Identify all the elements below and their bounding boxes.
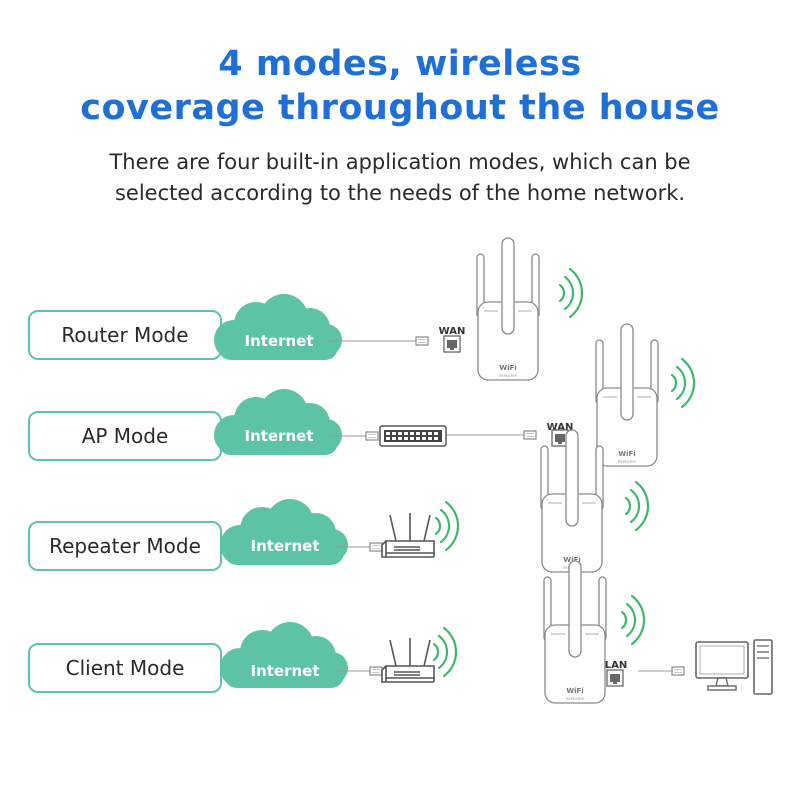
client-mode-lan-port-icon — [606, 669, 624, 687]
ap-mode-plug-icon-2 — [523, 430, 537, 440]
client-mode-plug-icon — [369, 666, 383, 676]
repeater-mode-signal-icon — [624, 480, 650, 532]
repeater-mode-router-signal-icon — [434, 500, 460, 552]
router-mode-plug-icon — [415, 336, 429, 346]
client-mode-signal-icon — [620, 594, 646, 646]
client-mode-router-signal-icon — [432, 626, 458, 678]
router-mode-wan-label: WAN — [439, 326, 466, 337]
client-mode-label: Client Mode — [28, 643, 222, 693]
repeater-mode-internet-cloud: Internet — [220, 499, 348, 565]
svg-text:Internet: Internet — [244, 427, 313, 445]
repeater-mode-plug-icon — [369, 542, 383, 552]
ap-mode-switch-icon — [379, 425, 447, 447]
router-mode-wan-port-icon — [443, 335, 461, 353]
subtitle-line-1: There are four built-in application mode… — [109, 150, 691, 174]
subtitle-line-2: selected according to the needs of the h… — [114, 181, 686, 205]
router-mode-internet-cloud: Internet — [214, 294, 342, 360]
repeater-mode-label: Repeater Mode — [28, 521, 222, 571]
client-mode-internet-cloud: Internet — [220, 622, 348, 688]
svg-text:Internet: Internet — [250, 662, 319, 680]
extender-model-mark: REPEATER — [566, 697, 584, 701]
svg-text:Internet: Internet — [244, 332, 313, 350]
ap-mode-extender-icon — [595, 323, 659, 467]
ap-mode-signal-icon — [670, 357, 696, 409]
extender-model-mark: REPEATER — [618, 460, 636, 464]
extender-wifi-mark: WiFi — [499, 364, 516, 372]
headline-line-2: coverage throughout the house — [80, 88, 720, 128]
extender-model-mark: REPEATER — [499, 374, 517, 378]
ap-mode-internet-cloud: Internet — [214, 389, 342, 455]
client-mode-router-icon — [381, 637, 435, 683]
client-mode-extender-icon — [543, 560, 607, 704]
extender-wifi-mark: WiFi — [618, 450, 635, 458]
extender-wifi-mark: WiFi — [563, 556, 580, 564]
extender-wifi-mark: WiFi — [566, 687, 583, 695]
client-mode-lan-plug-icon — [671, 666, 685, 676]
headline-line-1: 4 modes, wireless — [218, 44, 582, 84]
ap-mode-plug-icon — [365, 431, 379, 441]
desktop-computer-icon — [695, 639, 773, 695]
router-mode-signal-icon — [558, 267, 584, 319]
router-mode-extender-icon — [476, 237, 540, 381]
client-mode-lan-label: LAN — [605, 660, 627, 671]
repeater-mode-extender-icon — [540, 429, 604, 573]
svg-text:Internet: Internet — [250, 537, 319, 555]
router-mode-label: Router Mode — [28, 310, 222, 360]
repeater-mode-router-icon — [381, 512, 435, 558]
ap-mode-wan-label: WAN — [547, 422, 574, 433]
